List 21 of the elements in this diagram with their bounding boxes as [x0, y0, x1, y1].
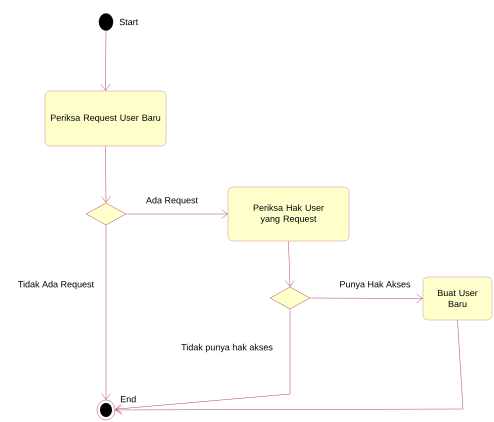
edge-label: Punya Hak Akses: [340, 280, 410, 290]
arrow: [285, 241, 294, 287]
decision-diamond: [86, 202, 126, 226]
edge-label: Tidak punya hak akses: [181, 344, 273, 352]
arrow: [115, 309, 290, 414]
end-node: [96, 400, 116, 420]
edge-label: Ada Request: [146, 196, 198, 206]
node-caption: Start: [120, 18, 138, 26]
decision-diamond: [270, 286, 310, 310]
node-caption: End: [120, 396, 136, 402]
arrow: [101, 146, 111, 203]
action-box: Buat User Baru: [422, 276, 492, 320]
edge-label: Tidak Ada Request: [18, 280, 94, 290]
arrow: [310, 294, 423, 304]
action-box: Periksa Hak User yang Request: [228, 186, 350, 242]
arrow: [100, 30, 110, 91]
arrow: [126, 209, 228, 219]
start-node: [98, 13, 114, 31]
arrow: [101, 225, 111, 400]
arrow: [115, 320, 464, 415]
action-box: Periksa Request User Baru: [44, 90, 166, 146]
